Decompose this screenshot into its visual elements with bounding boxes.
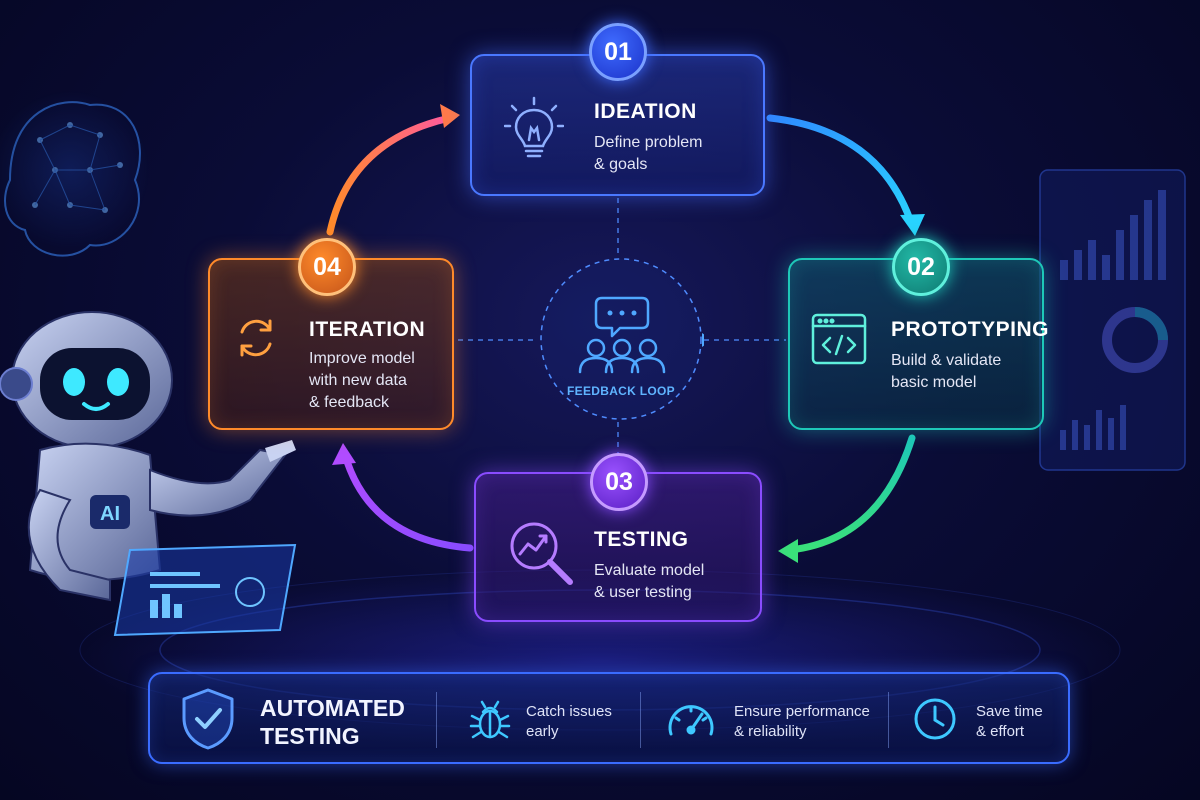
stage-number-badge: 02 bbox=[892, 238, 950, 296]
shield-check-icon bbox=[182, 688, 234, 750]
divider bbox=[436, 692, 437, 748]
lightbulb-icon bbox=[504, 96, 564, 158]
feature-text: Save time & effort bbox=[976, 703, 1043, 740]
clock-icon bbox=[914, 698, 956, 740]
speedometer-icon bbox=[668, 705, 714, 736]
magnifier-chart-icon bbox=[510, 522, 573, 585]
feedback-loop-label: FEEDBACK LOOP bbox=[567, 384, 675, 398]
feature-text: Catch issues early bbox=[526, 703, 612, 740]
arrow-ideation-to-prototyping bbox=[766, 114, 925, 236]
divider bbox=[640, 692, 641, 748]
arrow-iteration-to-ideation bbox=[326, 104, 460, 236]
stage-number-badge: 03 bbox=[590, 453, 648, 511]
bug-icon bbox=[469, 700, 511, 739]
stage-description: Define problem & goals bbox=[594, 134, 703, 173]
dashed-connectors bbox=[458, 198, 786, 468]
refresh-icon bbox=[240, 319, 272, 357]
stage-title: TESTING bbox=[594, 528, 689, 551]
feature-text: Ensure performance & reliability bbox=[734, 703, 870, 740]
arrow-testing-to-iteration bbox=[332, 443, 474, 552]
robot-laptop bbox=[113, 543, 297, 637]
stage-description: Improve model with new data & feedback bbox=[309, 350, 415, 411]
feedback-loop-hub: FEEDBACK LOOP bbox=[538, 256, 704, 422]
stage-title: ITERATION bbox=[309, 318, 426, 341]
robot-chest-label: AI bbox=[100, 503, 120, 525]
arrow-prototyping-to-testing bbox=[778, 434, 916, 563]
stage-title: PROTOTYPING bbox=[891, 318, 1049, 341]
stage-description: Evaluate model & user testing bbox=[594, 562, 705, 601]
robot-illustration: AI bbox=[0, 311, 297, 637]
bottom-bar-title: AUTOMATED TESTING bbox=[260, 695, 405, 749]
automated-testing-bar: AUTOMATED TESTING Catch issues early Ens… bbox=[148, 672, 1070, 764]
team-chat-icon bbox=[540, 258, 704, 420]
stage-number-badge: 04 bbox=[298, 238, 356, 296]
divider bbox=[888, 692, 889, 748]
robot-body: AI bbox=[27, 440, 296, 602]
stage-description: Build & validate basic model bbox=[891, 352, 1002, 391]
stage-number-badge: 01 bbox=[589, 23, 647, 81]
code-window-icon bbox=[811, 313, 867, 365]
stage-title: IDEATION bbox=[594, 100, 697, 123]
stage-card-iteration: ITERATION Improve model with new data & … bbox=[208, 258, 454, 430]
